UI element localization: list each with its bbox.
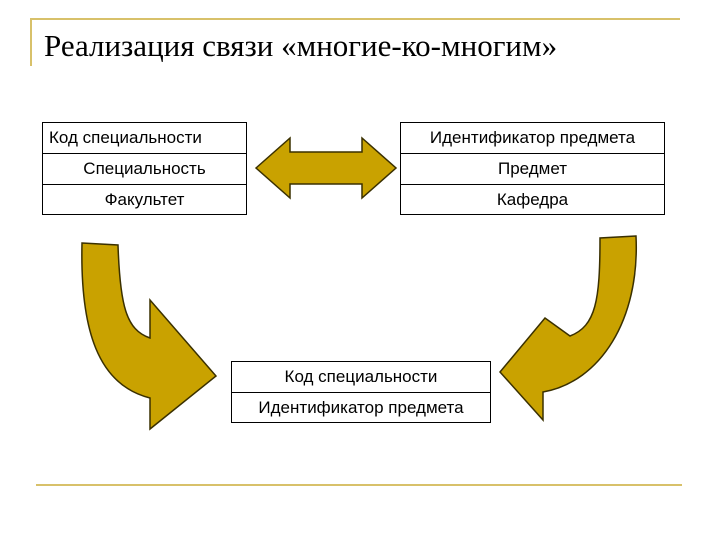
left-curved-arrow-icon — [81, 242, 218, 431]
table-row: Идентификатор предмета — [232, 392, 490, 423]
link-table: Код специальности Идентификатор предмета — [231, 361, 491, 423]
double-arrow-icon — [254, 136, 398, 200]
slide-title: Реализация связи «многие-ко-многим» — [44, 28, 558, 63]
table-row: Специальность — [43, 153, 246, 184]
right-curved-arrow-icon — [499, 235, 637, 422]
footer-accent-line — [36, 484, 682, 486]
table-row: Предмет — [401, 153, 664, 184]
table-row: Код специальности — [284, 367, 438, 386]
table-row: Факультет — [43, 184, 246, 215]
table-row: Кафедра — [401, 184, 664, 215]
title-accent-bar — [30, 18, 32, 66]
specialty-table: Код специальности Специальность Факульте… — [42, 122, 247, 215]
table-row: Код специальности — [49, 128, 202, 147]
title-accent-line — [30, 18, 680, 20]
subject-table: Идентификатор предмета Предмет Кафедра — [400, 122, 665, 215]
table-row: Идентификатор предмета — [429, 128, 636, 147]
